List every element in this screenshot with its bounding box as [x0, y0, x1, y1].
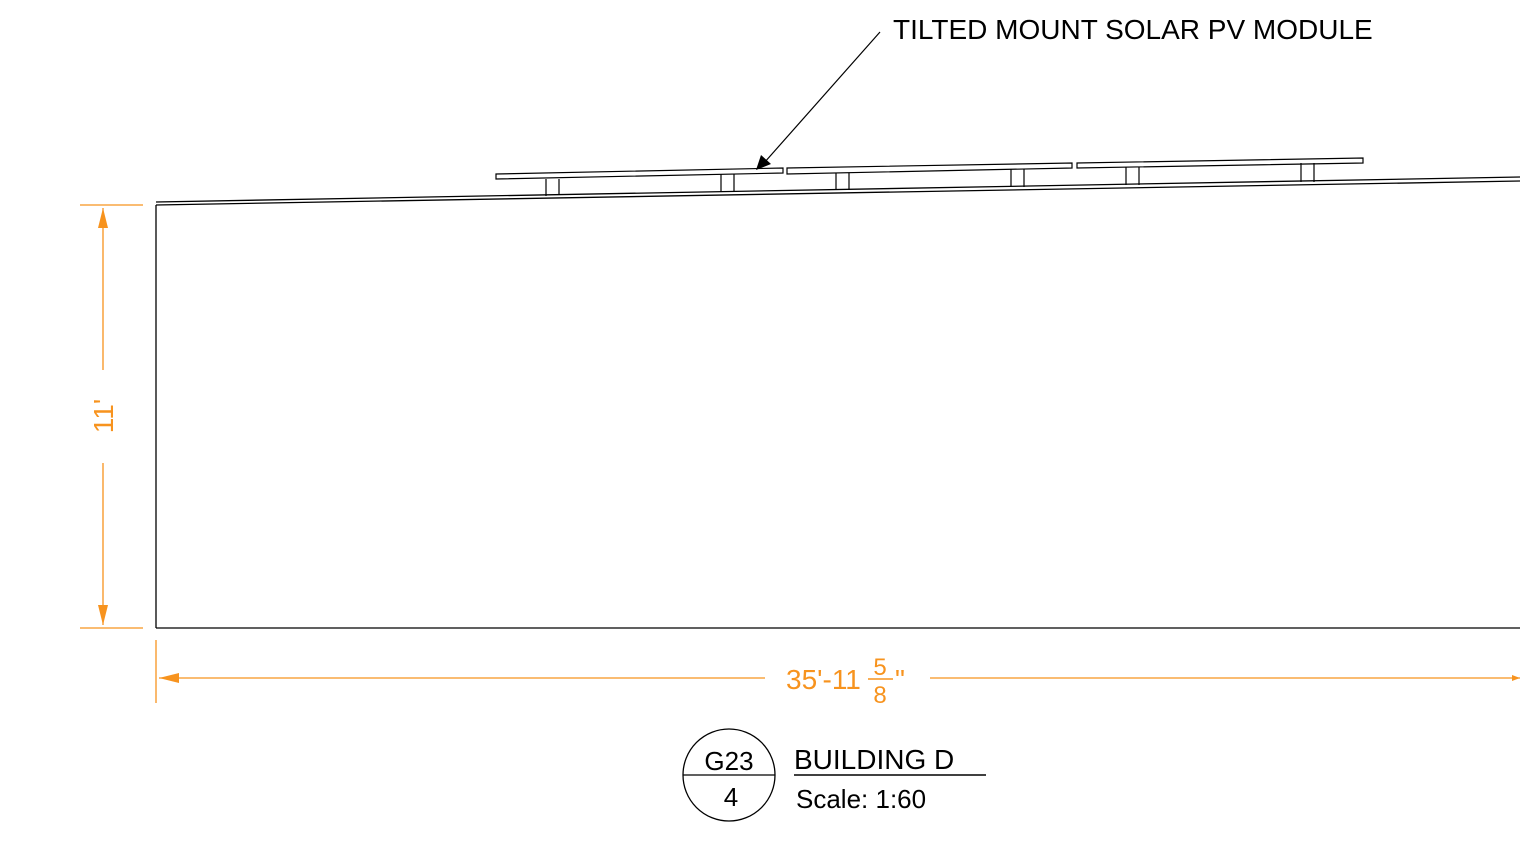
detail-callout: G23 4 [682, 728, 776, 822]
drawing-scale: Scale: 1:60 [796, 784, 926, 814]
roof-line-upper [155, 176, 1520, 203]
height-arrow-top [98, 208, 108, 228]
width-arrow-right [1512, 675, 1520, 681]
building-outline [155, 176, 1520, 629]
width-dimension [155, 640, 1520, 703]
solar-panel [1076, 157, 1364, 169]
width-inch-mark: " [895, 664, 905, 695]
height-arrow-bottom [98, 605, 108, 625]
panel-supports [545, 163, 1315, 196]
detail-number: 4 [724, 782, 738, 812]
solar-panel [495, 167, 784, 180]
height-dimension-label: 11' [88, 399, 119, 433]
roof-line-lower [155, 180, 1520, 206]
leader-arrowhead [756, 155, 771, 170]
drawing-title: BUILDING D [794, 744, 954, 775]
width-fraction-denominator: 8 [873, 682, 886, 709]
pv-module-label: TILTED MOUNT SOLAR PV MODULE [893, 14, 1373, 45]
solar-panel [786, 162, 1073, 175]
height-dimension [80, 204, 143, 629]
pv-module-leader [756, 31, 881, 170]
width-dimension-label: 35'-11 5 8 " [786, 654, 905, 709]
solar-panel-array [495, 157, 1364, 196]
width-fraction-numerator: 5 [873, 654, 886, 681]
width-dimension-whole: 35'-11 [786, 664, 861, 695]
sheet-reference: G23 [704, 746, 753, 776]
width-arrow-left [159, 673, 179, 683]
